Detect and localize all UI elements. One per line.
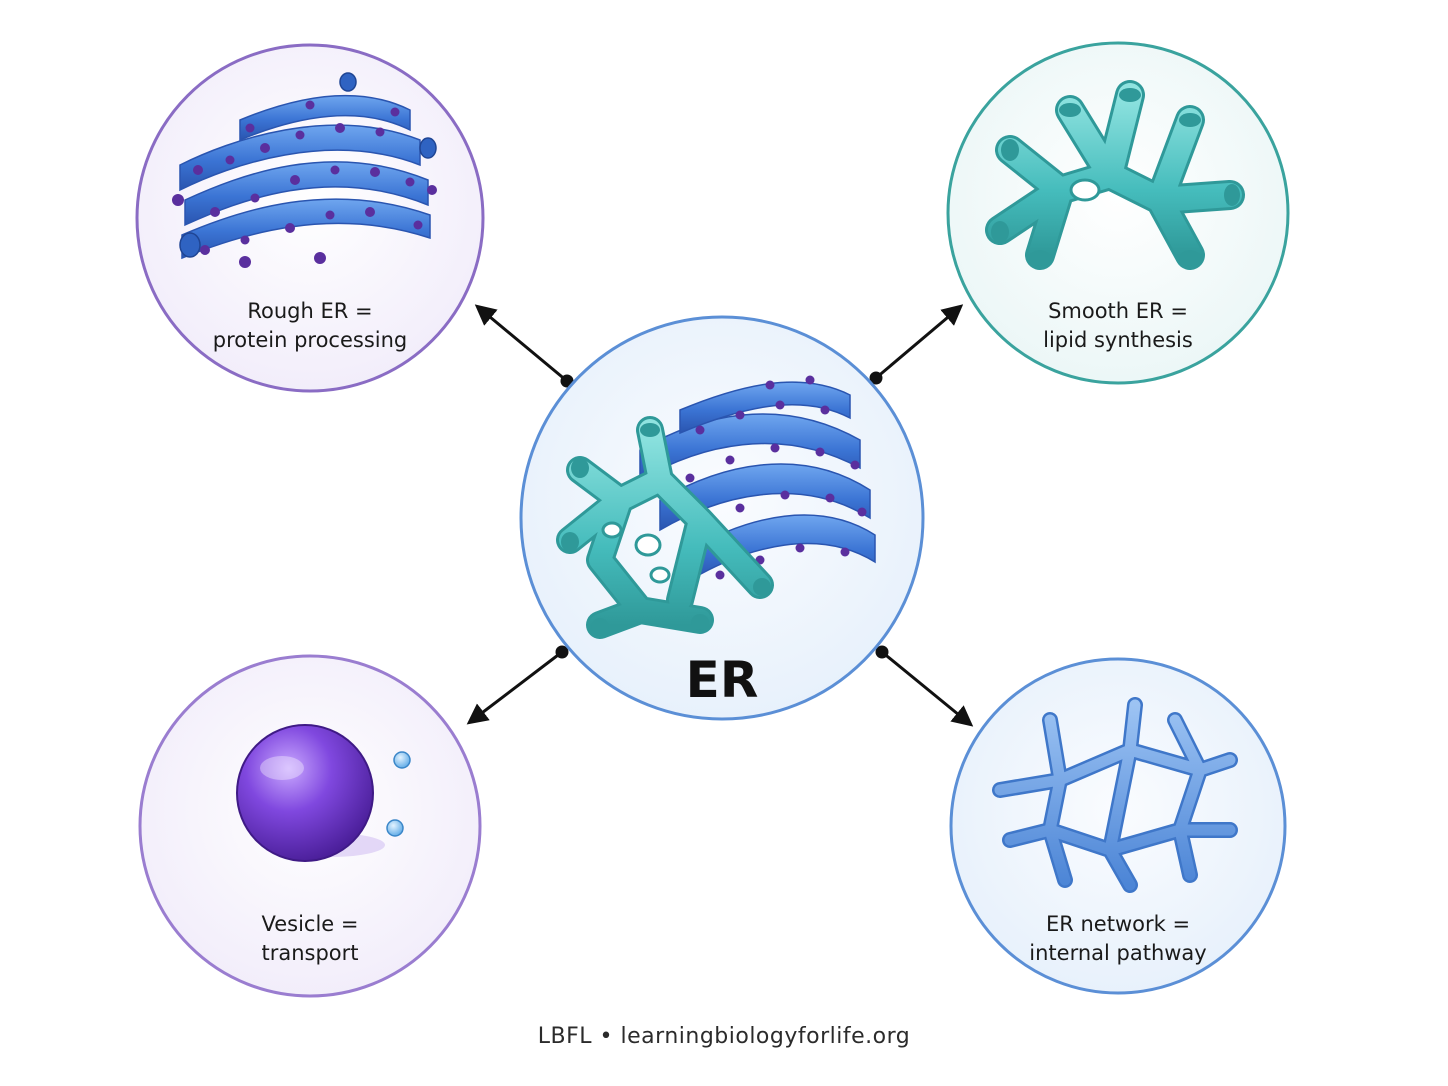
er-network-label-line2: internal pathway: [1029, 941, 1206, 965]
arrow-dot-network: [875, 645, 889, 659]
arrow-dot-smooth: [869, 371, 883, 385]
arrow-dot-vesicle: [555, 645, 569, 659]
footer-separator: •: [599, 1024, 614, 1049]
center-er-label: ER: [686, 651, 759, 709]
vesicle-label-line1: Vesicle =: [261, 912, 358, 936]
footer-credit: LBFL • learningbiologyforlife.org: [0, 1024, 1448, 1049]
node-er-network: ER network = internal pathway: [949, 657, 1287, 995]
rough-er-label-line2: protein processing: [213, 328, 408, 352]
arrow-to-smooth: [875, 304, 964, 380]
smooth-er-label-line2: lipid synthesis: [1043, 328, 1193, 352]
arrow-to-vesicle: [466, 650, 563, 725]
node-rough-er: Rough ER = protein processing: [135, 43, 485, 393]
center-er-icon: [556, 375, 876, 639]
footer-brand: LBFL: [537, 1024, 593, 1049]
footer-site: learningbiologyforlife.org: [620, 1024, 911, 1049]
node-smooth-er: Smooth ER = lipid synthesis: [946, 41, 1290, 385]
vesicle-label-line2: transport: [261, 941, 358, 965]
arrow-to-rough: [474, 304, 568, 383]
smooth-er-icon: [985, 80, 1245, 270]
node-center-er: ER: [519, 315, 925, 721]
vesicle-icon: [236, 724, 411, 862]
rough-er-label-line1: Rough ER =: [247, 299, 372, 323]
connectors: [466, 304, 974, 727]
rough-er-icon: [172, 72, 437, 268]
er-network-icon: [992, 697, 1238, 893]
er-network-label-line1: ER network =: [1046, 912, 1190, 936]
arrow-to-network: [881, 650, 974, 727]
smooth-er-label-line1: Smooth ER =: [1048, 299, 1188, 323]
node-vesicle: Vesicle = transport: [138, 654, 482, 998]
